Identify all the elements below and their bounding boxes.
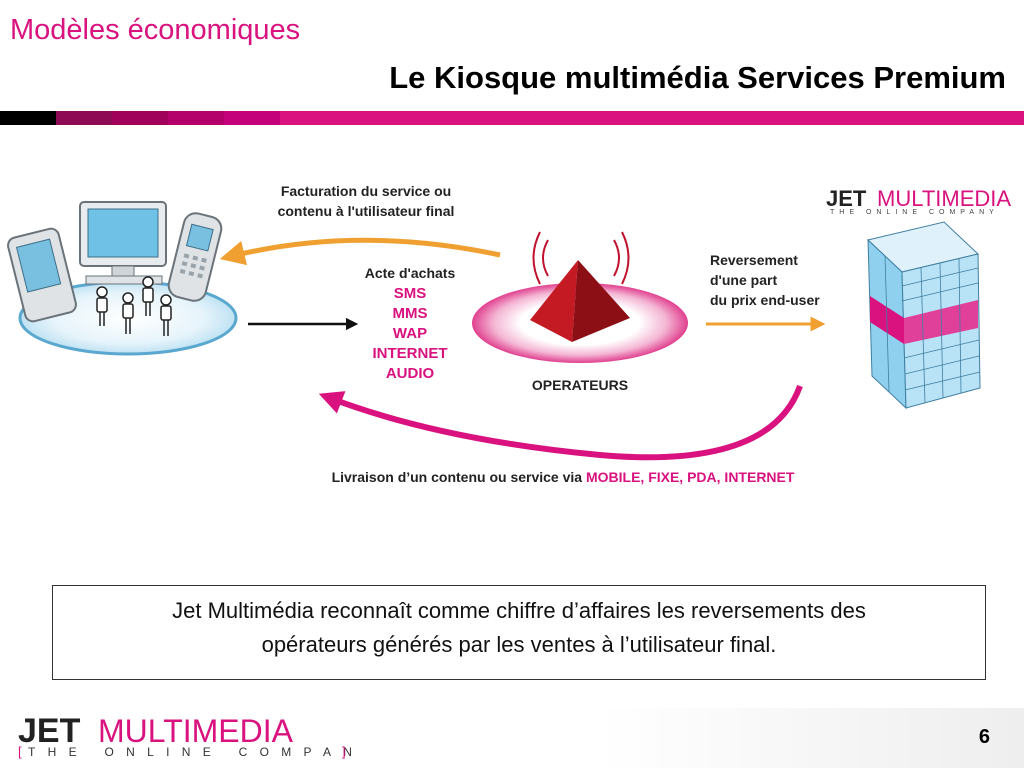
- people-icon: [96, 276, 172, 336]
- footer-gradient: [600, 708, 1024, 768]
- purchase-item-wap: WAP: [393, 325, 427, 342]
- purchase-item-internet: INTERNET: [373, 345, 448, 362]
- footer-logo-jet: JET: [18, 712, 81, 750]
- purchase-item-sms: SMS: [394, 285, 427, 302]
- partner-logo: JET MULTIMEDIA THE ONLINE COMPANY: [826, 186, 1011, 216]
- delivery-label: Livraison d’un contenu ou service via MO…: [332, 469, 795, 485]
- section-title: Modèles économiques: [10, 14, 301, 46]
- purchase-item-mms: MMS: [393, 305, 428, 322]
- partner-logo-multimedia: MULTIMEDIA: [877, 186, 1011, 211]
- operator-label: OPERATEURS: [532, 377, 628, 393]
- header-bar-purple-2: [112, 111, 168, 125]
- computer-icon: [79, 201, 167, 285]
- billing-label-line2: contenu à l'utilisateur final: [278, 203, 455, 219]
- billing-arrow: [219, 237, 501, 266]
- footer-logo: JET MULTIMEDIA [ THE ONLINE COMPANY ]: [18, 712, 358, 759]
- footer-logo-tagline: THE ONLINE COMPANY: [28, 745, 358, 759]
- footer-logo-bracket-right: ]: [342, 744, 346, 759]
- partner-logo-tagline: THE ONLINE COMPANY: [830, 209, 999, 216]
- footer-logo-bracket-left: [: [18, 744, 22, 759]
- delivery-prefix: Livraison d’un contenu ou service via: [332, 469, 586, 485]
- signal-waves-icon: [532, 231, 630, 285]
- pyramid-icon: [530, 260, 630, 342]
- header-color-bar: [0, 111, 1024, 125]
- business-model-diagram: Facturation du service ou contenu à l'ut…: [7, 183, 1011, 485]
- page-number: 6: [978, 726, 990, 748]
- caption-line-1: Jet Multimédia reconnaît comme chiffre d…: [172, 598, 866, 623]
- header-bar-magenta: [280, 111, 1024, 125]
- purchase-title: Acte d'achats: [365, 265, 456, 281]
- delivery-channels: MOBILE, FIXE, PDA, INTERNET: [586, 469, 795, 485]
- caption-box: [52, 585, 986, 680]
- partner-logo-jet: JET: [826, 186, 867, 211]
- reversal-label-line2: d'une part: [710, 272, 777, 288]
- purchase-item-audio: AUDIO: [386, 365, 435, 382]
- header-bar-black: [0, 111, 56, 125]
- reversal-label-line3: du prix end-user: [710, 292, 820, 308]
- mobile-phone-icon: [167, 212, 223, 302]
- operator-node: [472, 231, 688, 363]
- header-bar-purple-1: [56, 111, 112, 125]
- reversal-label-line1: Reversement: [710, 252, 798, 268]
- pda-icon: [7, 227, 77, 323]
- delivery-arrow: [318, 384, 803, 461]
- header-bar-purple-4: [224, 111, 280, 125]
- slide-title: Le Kiosque multimédia Services Premium: [389, 60, 1006, 95]
- header-bar-purple-3: [168, 111, 224, 125]
- building-icon: [866, 221, 981, 410]
- caption-line-2: opérateurs générés par les ventes à l’ut…: [261, 632, 777, 657]
- billing-label-line1: Facturation du service ou: [281, 183, 451, 199]
- footer-logo-multimedia: MULTIMEDIA: [98, 713, 294, 749]
- users-group: [7, 201, 238, 356]
- caption-text: Jet Multimédia reconnaît comme chiffre d…: [60, 594, 978, 662]
